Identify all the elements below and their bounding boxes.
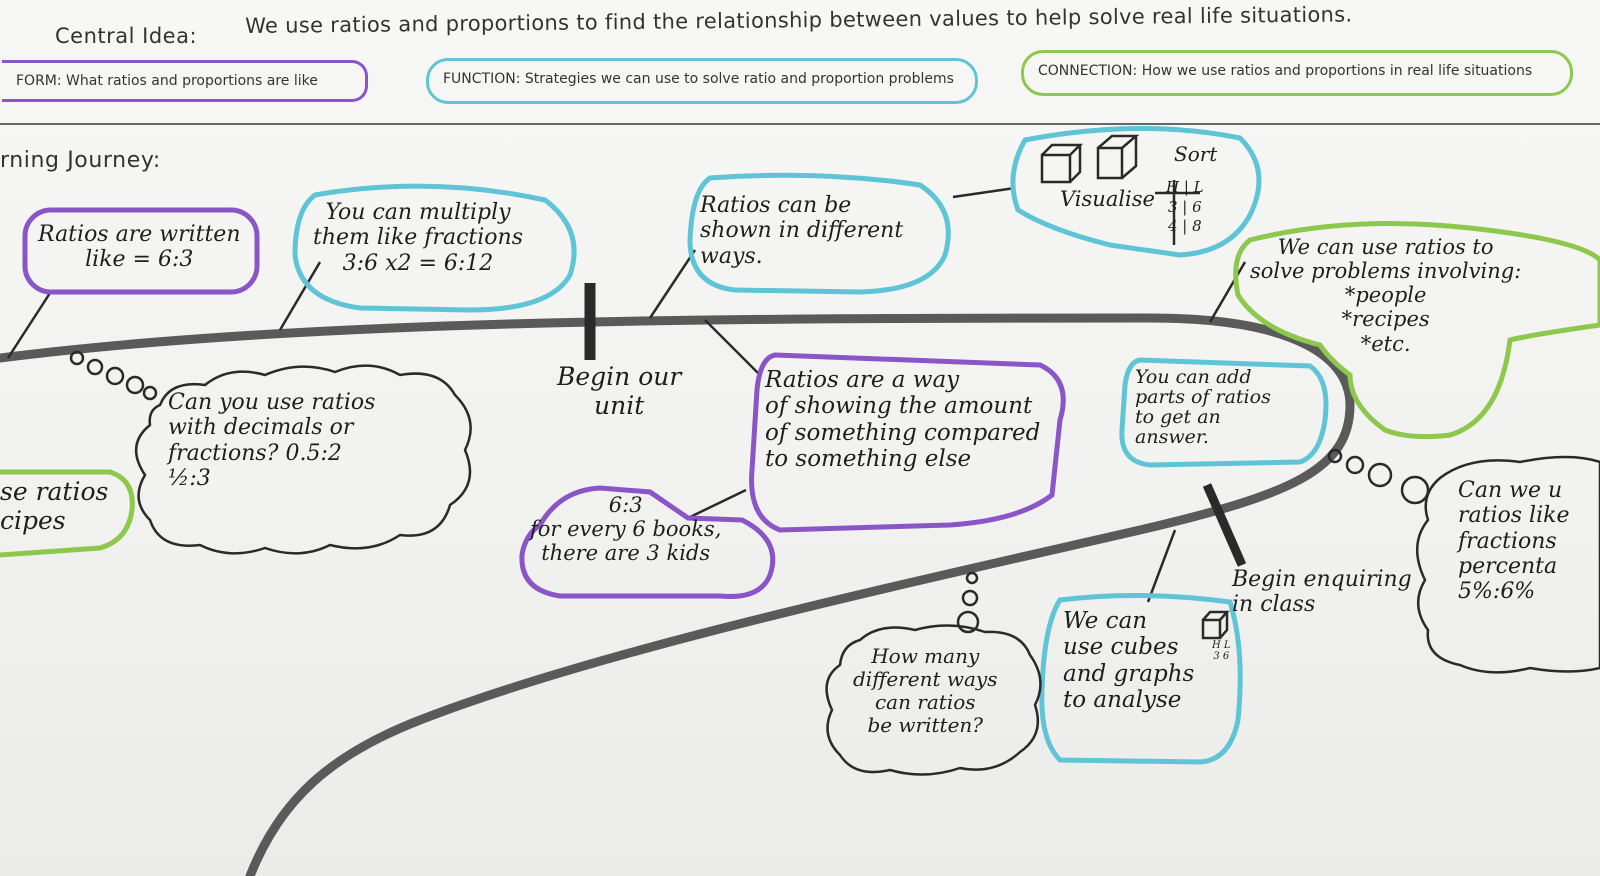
note-add-parts: You can add parts of ratios to get an an… [1135, 366, 1271, 448]
connector-lines [6, 186, 1247, 603]
note-begin-unit: Begin our unit [557, 362, 682, 420]
central-idea-label: Central Idea: [55, 24, 198, 48]
note-sort-table: H | L 3 | 6 4 | 8 [1166, 178, 1204, 235]
function-bubbles [292, 125, 1329, 765]
form-label: FORM: What ratios and proportions are li… [2, 60, 368, 102]
cube-sketches [1040, 134, 1230, 640]
note-percent-question: Can we u ratios like fractions percenta … [1458, 478, 1570, 605]
connection-bubbles [0, 221, 1600, 558]
connection-label: CONNECTION: How we use ratios and propor… [1021, 50, 1573, 96]
note-cubes-mini-table: H L 3 6 [1212, 640, 1231, 662]
note-decimals-question: Can you use ratios with decimals or frac… [168, 390, 376, 491]
note-sort: Sort [1174, 142, 1218, 166]
note-begin-enquiring: Begin enquiring in class [1232, 567, 1412, 618]
learning-journey-label: rning Journey: [0, 148, 161, 173]
header-divider [0, 123, 1600, 125]
function-label: FUNCTION: Strategies we can use to solve… [426, 58, 978, 104]
note-ratios-written: Ratios are written like = 6:3 [38, 222, 241, 273]
note-example-books: 6:3 for every 6 books, there are 3 kids [530, 493, 722, 566]
note-ratio-definition: Ratios are a way of showing the amount o… [765, 367, 1041, 473]
begin-enquiring-marker [1202, 483, 1247, 567]
form-bubbles [22, 207, 1066, 600]
note-solve-problems: We can use ratios to solve problems invo… [1250, 235, 1522, 356]
note-shown-different-ways: Ratios can be shown in different ways. [700, 193, 904, 269]
note-recipes-fragment: se ratios cipes [0, 477, 109, 535]
note-cubes-graphs: We can use cubes and graphs to analyse [1063, 608, 1195, 714]
note-multiply-fractions: You can multiply them like fractions 3:6… [313, 200, 523, 276]
thought-trails [69, 350, 1430, 634]
journey-path [0, 313, 1355, 876]
note-how-many-ways: How many different ways can ratios be wr… [853, 644, 998, 737]
note-visualise: Visualise [1060, 187, 1155, 211]
